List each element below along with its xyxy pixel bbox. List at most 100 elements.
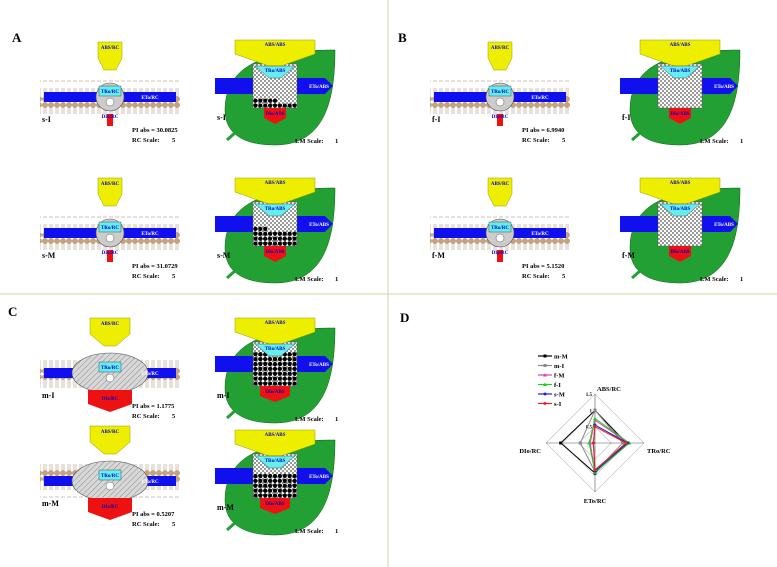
inactive-rc-dot — [253, 488, 258, 493]
inactive-rc-dot — [292, 478, 297, 483]
dio-rc-label: DIo/RC — [102, 505, 119, 510]
inactive-rc-dot — [268, 473, 273, 479]
inactive-rc-dot — [282, 357, 287, 362]
inactive-rc-dot — [287, 488, 292, 493]
tro-abs-label: TRo/ABS — [265, 69, 286, 74]
lm-scale-label: LM Scale: — [295, 138, 324, 145]
dio-rc-arrow — [107, 114, 113, 126]
legend-label-m-I: m-I — [554, 363, 565, 370]
abs-rc-funnel — [97, 41, 123, 71]
eto-abs-label: ETo/ABS — [309, 475, 329, 480]
inactive-rc-dot — [258, 231, 263, 236]
inactive-rc-dot — [282, 376, 287, 381]
dio-abs-arrow — [260, 498, 290, 514]
panel-letter-d: D — [400, 310, 409, 325]
tro-rc-box — [488, 85, 512, 97]
inactive-rc-dot — [272, 98, 278, 103]
radar-point — [593, 425, 597, 429]
inactive-rc-dot — [258, 371, 263, 376]
inactive-rc-dot — [292, 493, 297, 498]
inactive-rc-dot — [258, 493, 263, 498]
inactive-rc-dot — [263, 493, 268, 498]
inactive-rc-dot — [268, 493, 273, 498]
lm-scale-label: LM Scale: — [295, 416, 324, 423]
inactive-rc-dot — [272, 478, 278, 483]
inactive-rc-dot — [253, 98, 258, 103]
eto-abs-label: ETo/ABS — [714, 85, 734, 90]
inactive-rc-dot — [268, 478, 273, 483]
tro-abs-funnel — [659, 65, 701, 79]
abs-rc-label: ABS/RC — [101, 322, 120, 327]
inactive-rc-dot — [263, 483, 268, 488]
inactive-rc-dot — [263, 241, 268, 246]
inactive-rc-dot — [272, 473, 278, 479]
inactive-rc-dot — [282, 366, 287, 371]
inactive-rc-dot — [253, 357, 258, 362]
inactive-rc-dot — [268, 98, 273, 103]
abs-abs-label: ABS/ABS — [670, 43, 691, 48]
dio-rc-label: DIo/RC — [102, 251, 119, 256]
eto-rc-label: ETo/RC — [141, 232, 159, 237]
inactive-rc-dot — [258, 98, 263, 103]
tro-abs-funnel — [659, 203, 701, 217]
inactive-rc-dot — [292, 381, 297, 386]
tro-rc-box — [98, 221, 122, 233]
inactive-rc-dot — [287, 236, 292, 241]
tro-abs-funnel — [254, 455, 296, 469]
tro-abs-funnel — [254, 203, 296, 217]
inactive-rc-dot — [268, 236, 273, 241]
pi-abs-value: PI abs = 31.0729 — [132, 263, 178, 270]
inactive-rc-dot — [253, 376, 258, 381]
inactive-rc-dot — [287, 361, 292, 367]
dio-rc-arrow — [497, 250, 503, 262]
inactive-rc-dot — [263, 361, 268, 367]
dio-rc-arrow — [88, 390, 132, 412]
inactive-rc-dot — [282, 241, 287, 246]
leaf-sample-label: m-M — [217, 503, 234, 512]
inactive-rc-dot — [287, 376, 292, 381]
abs-abs-label: ABS/ABS — [265, 433, 286, 438]
leaf-sample-label: s-I — [217, 113, 226, 122]
sample-label: m-I — [42, 391, 54, 400]
inactive-rc-dot — [272, 103, 278, 108]
lm-scale-value: 1 — [335, 416, 338, 423]
radar-point — [621, 441, 625, 445]
lm-scale-label: LM Scale: — [295, 528, 324, 535]
inactive-rc-dot — [277, 366, 282, 371]
inactive-rc-dot — [253, 371, 258, 376]
radar-point — [587, 441, 592, 445]
abs-rc-funnel — [97, 177, 123, 207]
abs-rc-funnel — [89, 425, 131, 455]
inactive-rc-dot — [253, 381, 258, 386]
inactive-rc-dot — [253, 241, 258, 246]
rc-ellipse — [71, 460, 149, 502]
inactive-rc-dot — [287, 357, 292, 362]
inactive-rc-dot — [287, 241, 292, 246]
inactive-rc-dot — [253, 493, 258, 498]
legend-label-s-M: s-M — [554, 392, 565, 399]
inactive-rc-dot — [263, 478, 268, 483]
dio-rc-label: DIo/RC — [102, 397, 119, 402]
inactive-rc-dot — [292, 473, 297, 479]
abs-abs-label: ABS/ABS — [265, 321, 286, 326]
inactive-rc-dot — [263, 381, 268, 386]
lm-scale-value: 1 — [740, 138, 743, 145]
inactive-rc-dot — [277, 473, 282, 479]
abs-rc-funnel — [487, 177, 513, 207]
radar-ring-label: 0.5 — [586, 426, 593, 431]
lm-scale-label: LM Scale: — [700, 276, 729, 283]
inactive-rc-dot — [258, 241, 263, 246]
leaf-stem — [226, 512, 246, 532]
dio-abs-arrow — [264, 246, 286, 262]
tro-rc-box — [98, 85, 122, 97]
legend-marker — [543, 402, 547, 405]
inactive-rc-dot — [268, 488, 273, 493]
radar-ring-label: 1.5 — [586, 393, 593, 398]
inactive-rc-dot — [287, 478, 292, 483]
